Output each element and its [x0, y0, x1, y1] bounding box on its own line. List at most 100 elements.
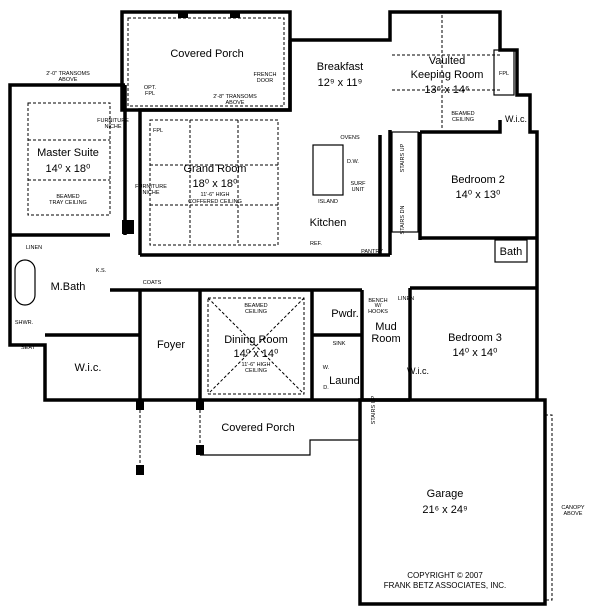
- note: LINEN: [398, 296, 414, 302]
- note: W.: [323, 365, 330, 371]
- note: PANTRY: [361, 249, 383, 255]
- note: SINK: [333, 341, 346, 347]
- rear-wall-right: [290, 10, 539, 400]
- room-grand-room: Grand Room: [184, 163, 247, 175]
- note: UNIT: [352, 187, 365, 193]
- note: 11'-6" HIGH: [242, 362, 271, 368]
- room-wic-master: W.i.c.: [75, 362, 102, 374]
- room-wic-upper: W.i.c.: [505, 114, 527, 124]
- room-master-suite: Master Suite: [37, 147, 99, 159]
- room-m-bath: M.Bath: [51, 281, 86, 293]
- note: NICHE: [142, 190, 159, 196]
- grand-room-wall: [138, 40, 292, 255]
- note: FURNITURE: [97, 118, 129, 124]
- note: 2'-0" TRANSOMS: [46, 71, 90, 77]
- note: FPL: [153, 128, 163, 134]
- note: BENCH: [368, 298, 387, 304]
- note: 11'-6" HIGH: [201, 192, 230, 198]
- keeping-fireplace: [493, 49, 515, 96]
- note: ISLAND: [318, 199, 338, 205]
- bedroom2-dims: 14⁰ x 13⁰: [456, 189, 501, 201]
- room-keeping-label1: Vaulted: [429, 55, 466, 67]
- note: FRENCH: [254, 72, 277, 78]
- note: ABOVE: [59, 77, 78, 83]
- note: ABOVE: [226, 100, 245, 106]
- dining-dims: 14⁰ x 14⁰: [234, 348, 279, 360]
- rear-porch-rail: [127, 17, 285, 107]
- note: COFFERED CEILING: [188, 199, 242, 205]
- room-mud-label2: Room: [371, 333, 400, 345]
- keeping-dims: 13⁶ x 14⁶: [424, 84, 469, 96]
- note: FURNITURE: [135, 184, 167, 190]
- note: TRAY CEILING: [49, 200, 87, 206]
- room-bath: Bath: [500, 246, 523, 258]
- room-labels: Covered Porch Breakfast 12⁹ x 11⁹ Vaulte…: [37, 48, 527, 516]
- room-pwdr: Pwdr.: [331, 308, 359, 320]
- note: DOOR: [257, 78, 274, 84]
- note: REF.: [310, 241, 322, 247]
- room-bedroom3: Bedroom 3: [448, 332, 502, 344]
- note: D.: [323, 385, 329, 391]
- note: STAIRS UP: [400, 143, 406, 172]
- note: LINEN: [26, 245, 42, 251]
- room-kitchen: Kitchen: [310, 217, 347, 229]
- bedroom3-dims: 14⁰ x 14⁰: [453, 347, 498, 359]
- note: CEILING: [452, 117, 474, 123]
- note: COATS: [143, 280, 162, 286]
- note: BEAMED: [244, 303, 267, 309]
- note: SEAT: [21, 345, 36, 351]
- annotations: 2'-0" TRANSOMS ABOVE 2'-8" TRANSOMS ABOV…: [15, 71, 585, 517]
- note: OPT.: [144, 85, 157, 91]
- room-laund: Laund.: [329, 375, 363, 387]
- master-dims: 14⁰ x 18⁰: [46, 163, 91, 175]
- note: NICHE: [104, 124, 121, 130]
- note: 2'-8" TRANSOMS: [213, 94, 257, 100]
- front-porch-edge: [200, 439, 360, 456]
- garage-outline: [358, 398, 547, 606]
- note: STAIRS DN: [400, 206, 406, 235]
- master-wall: [8, 83, 140, 402]
- walls: [8, 10, 547, 606]
- note: STAIRS UP: [371, 395, 377, 424]
- note: ABOVE: [564, 511, 583, 517]
- room-foyer: Foyer: [157, 339, 185, 351]
- note: CEILING: [245, 309, 267, 315]
- tray-ceiling: [27, 102, 111, 216]
- keeping-bottom-wall: [420, 120, 502, 134]
- room-keeping-label2: Keeping Room: [411, 69, 484, 81]
- note: CANOPY: [561, 505, 585, 511]
- note: SURF: [351, 181, 367, 187]
- note: OVENS: [340, 135, 360, 141]
- room-garage: Garage: [427, 488, 464, 500]
- note: BEAMED: [56, 194, 79, 200]
- note: SHWR.: [15, 320, 34, 326]
- staircase: [391, 131, 419, 233]
- room-wic-bed3: W.i.c.: [407, 366, 429, 376]
- copyright-line2: FRANK BETZ ASSOCIATES, INC.: [384, 581, 507, 590]
- coffered-ceiling: [149, 119, 279, 246]
- note: CEILING: [245, 368, 267, 374]
- note: K.S.: [96, 268, 107, 274]
- room-covered-porch-rear: Covered Porch: [170, 48, 243, 60]
- room-dining: Dining Room: [224, 334, 288, 346]
- garage-dims: 21⁶ x 24⁹: [422, 504, 467, 516]
- bathtub: [14, 259, 36, 306]
- note: BEAMED: [451, 111, 474, 117]
- note: D.W.: [347, 159, 359, 165]
- columns: [122, 12, 240, 475]
- canopy-outline: [545, 414, 553, 601]
- note: FPL: [499, 71, 509, 77]
- note: W/: [375, 303, 382, 309]
- breakfast-dims: 12⁹ x 11⁹: [318, 77, 363, 89]
- note: HOOKS: [368, 309, 388, 315]
- kitchen-island: [312, 144, 344, 196]
- room-bedroom2: Bedroom 2: [451, 174, 505, 186]
- room-covered-porch-front: Covered Porch: [221, 422, 294, 434]
- bath-box: [494, 239, 528, 263]
- room-mud-label1: Mud: [375, 321, 396, 333]
- room-breakfast: Breakfast: [317, 61, 363, 73]
- grand-dims: 18⁰ x 18⁰: [193, 178, 238, 190]
- note: FPL: [145, 91, 155, 97]
- dining-beams: [207, 297, 305, 395]
